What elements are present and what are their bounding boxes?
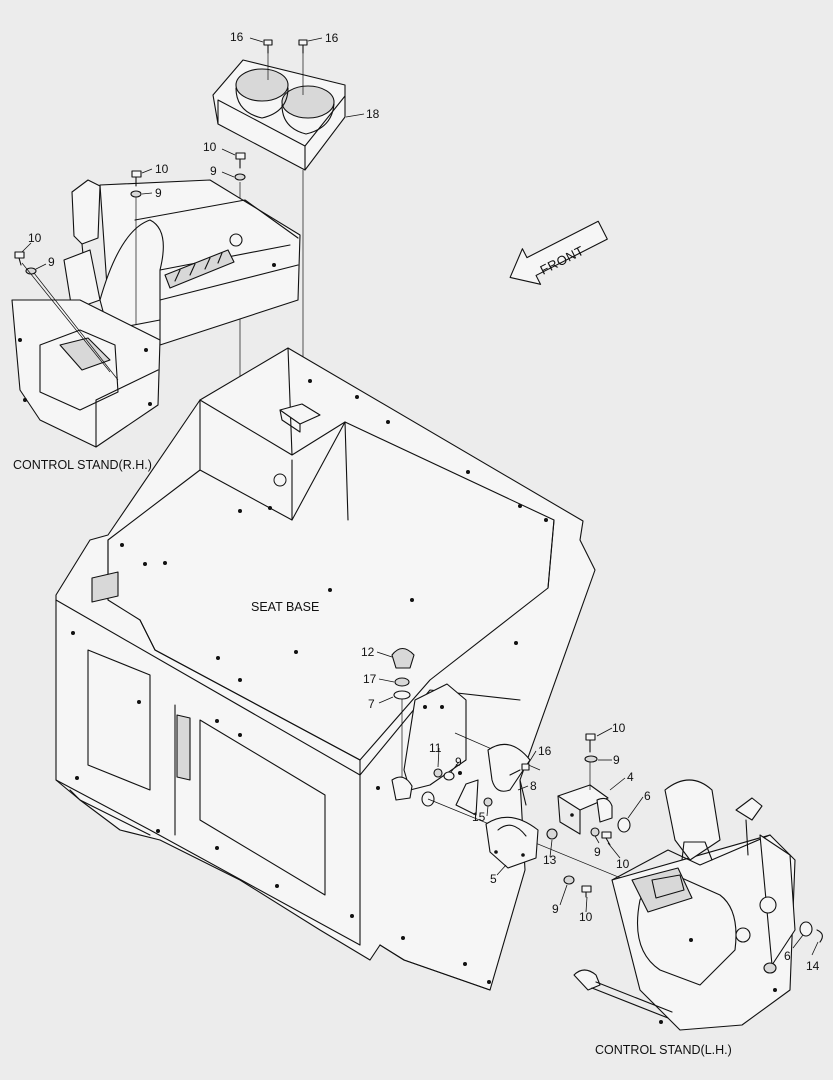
callout-10-c: 10: [28, 231, 42, 245]
callout-8: 8: [530, 779, 537, 793]
control-stand-rh: [11, 179, 301, 448]
callout-16-left: 16: [230, 30, 244, 44]
nut-17: [394, 677, 410, 687]
callout-16-right: 16: [325, 31, 339, 45]
washer-6-b: [799, 921, 813, 937]
callout-10-a: 10: [203, 140, 217, 154]
bracket-4: [557, 784, 613, 835]
rubber-mount-5: [485, 816, 539, 869]
callout-12: 12: [361, 645, 375, 659]
callout-11: 11: [429, 741, 442, 755]
washer-7: [393, 690, 411, 700]
callout-6-a: 6: [644, 789, 651, 803]
callout-10-f: 10: [616, 857, 630, 871]
screw-16-left: [263, 39, 273, 54]
mount-bracket: [391, 683, 467, 801]
nut-13: [546, 828, 558, 840]
front-arrow: [509, 220, 608, 285]
nut-11: [433, 768, 443, 778]
washer-9-center: [443, 771, 455, 781]
washer-6-a: [617, 817, 631, 833]
callout-9-d: 9: [455, 755, 462, 769]
small-bracket: [455, 743, 531, 816]
washer-9-right-top: [584, 755, 598, 763]
nut-15: [483, 797, 493, 807]
seat-base: [55, 347, 596, 991]
bolt-10-right: [601, 831, 612, 846]
callout-10-e: 10: [612, 721, 626, 735]
caption-control-stand-rh: CONTROL STAND(R.H.): [13, 458, 152, 472]
bolt-10-rh-a: [234, 152, 246, 181]
washer-9-right: [590, 827, 600, 837]
callout-7: 7: [368, 697, 375, 711]
callout-10-d: 10: [579, 910, 593, 924]
callout-9-a: 9: [210, 164, 217, 178]
callout-9-f: 9: [613, 753, 620, 767]
bolt-16-center: [509, 763, 530, 776]
callout-14: 14: [806, 959, 820, 973]
knob-12: [391, 647, 415, 669]
callout-9-g: 9: [594, 845, 601, 859]
caption-control-stand-lh: CONTROL STAND(L.H.): [595, 1043, 732, 1057]
bolt-10-right-top: [585, 733, 596, 753]
callout-9-e: 9: [552, 902, 559, 916]
callout-labels: 16 16 18 10 9 10 9 10 9 12 17 7 11 9 16 …: [28, 30, 820, 973]
caption-seat-base: SEAT BASE: [251, 600, 319, 614]
screw-16-right: [298, 39, 308, 54]
callout-16-c: 16: [538, 744, 552, 758]
washer-9-lower: [563, 875, 575, 885]
callout-9-b: 9: [155, 186, 162, 200]
callout-15: 15: [472, 810, 486, 824]
callout-17: 17: [363, 672, 377, 686]
callout-10-b: 10: [155, 162, 169, 176]
callout-5: 5: [490, 872, 497, 886]
bolt-10-rh-c: [14, 251, 37, 275]
callout-13: 13: [543, 853, 557, 867]
callout-4: 4: [627, 770, 634, 784]
callout-6-b: 6: [784, 949, 791, 963]
snap-ring-14: [816, 929, 823, 943]
cup-holder: [212, 59, 346, 171]
bolt-10-lower: [581, 885, 592, 898]
bolt-10-rh-b: [130, 170, 142, 198]
callout-18: 18: [366, 107, 380, 121]
control-stand-lh: [573, 779, 796, 1031]
callout-9-c: 9: [48, 255, 55, 269]
